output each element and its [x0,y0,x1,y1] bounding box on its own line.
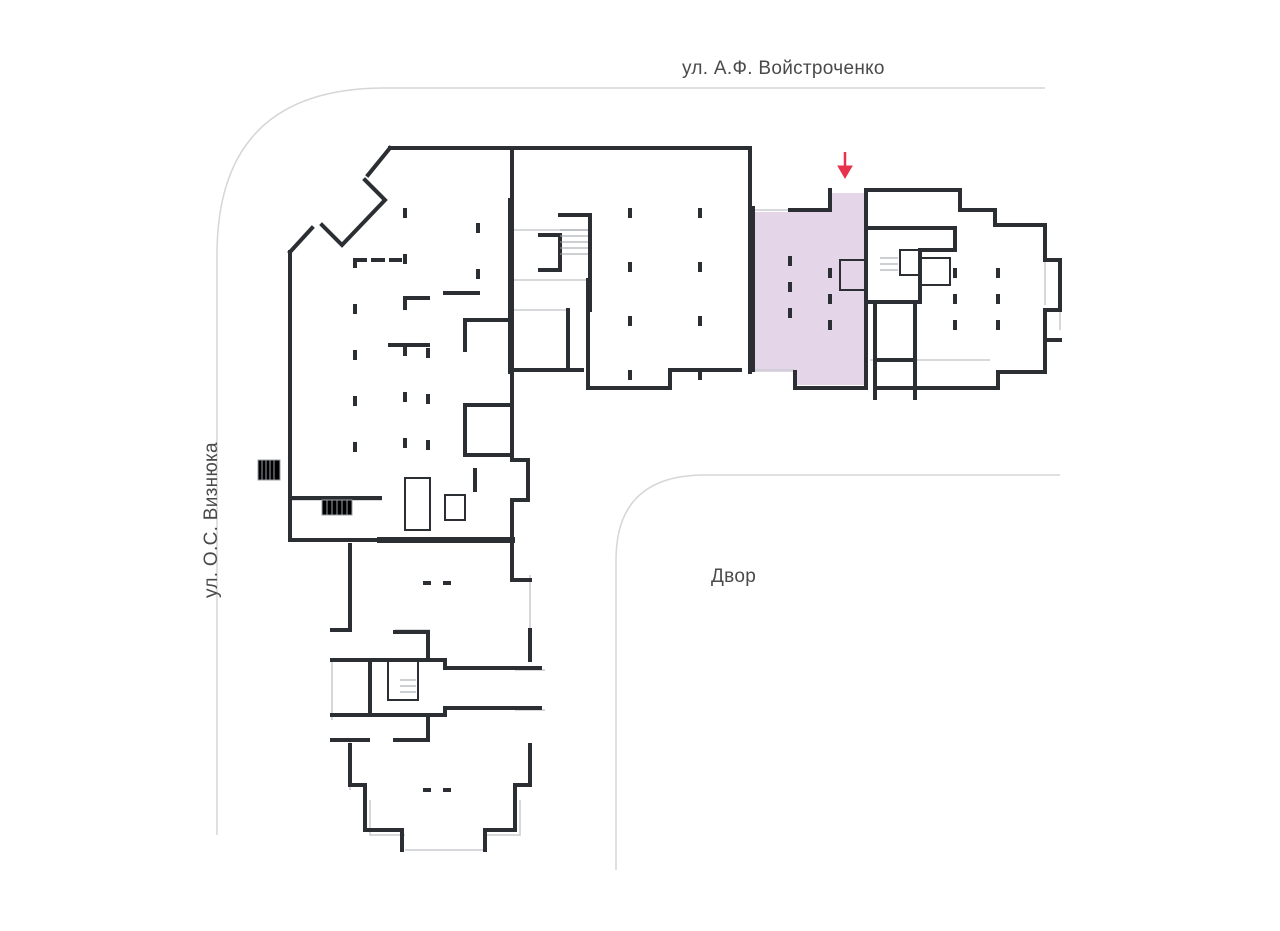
down-arrow-icon [837,152,853,179]
street-label-left: ул. О.С. Визнюка [201,442,222,598]
road-outlines [216,87,1060,870]
walls [287,145,1062,852]
yard-label: Двор [711,566,757,587]
street-label-top: ул. А.Ф. Войстроченко [682,58,885,79]
highlighted-unit[interactable] [753,193,866,385]
stairs [257,229,898,693]
